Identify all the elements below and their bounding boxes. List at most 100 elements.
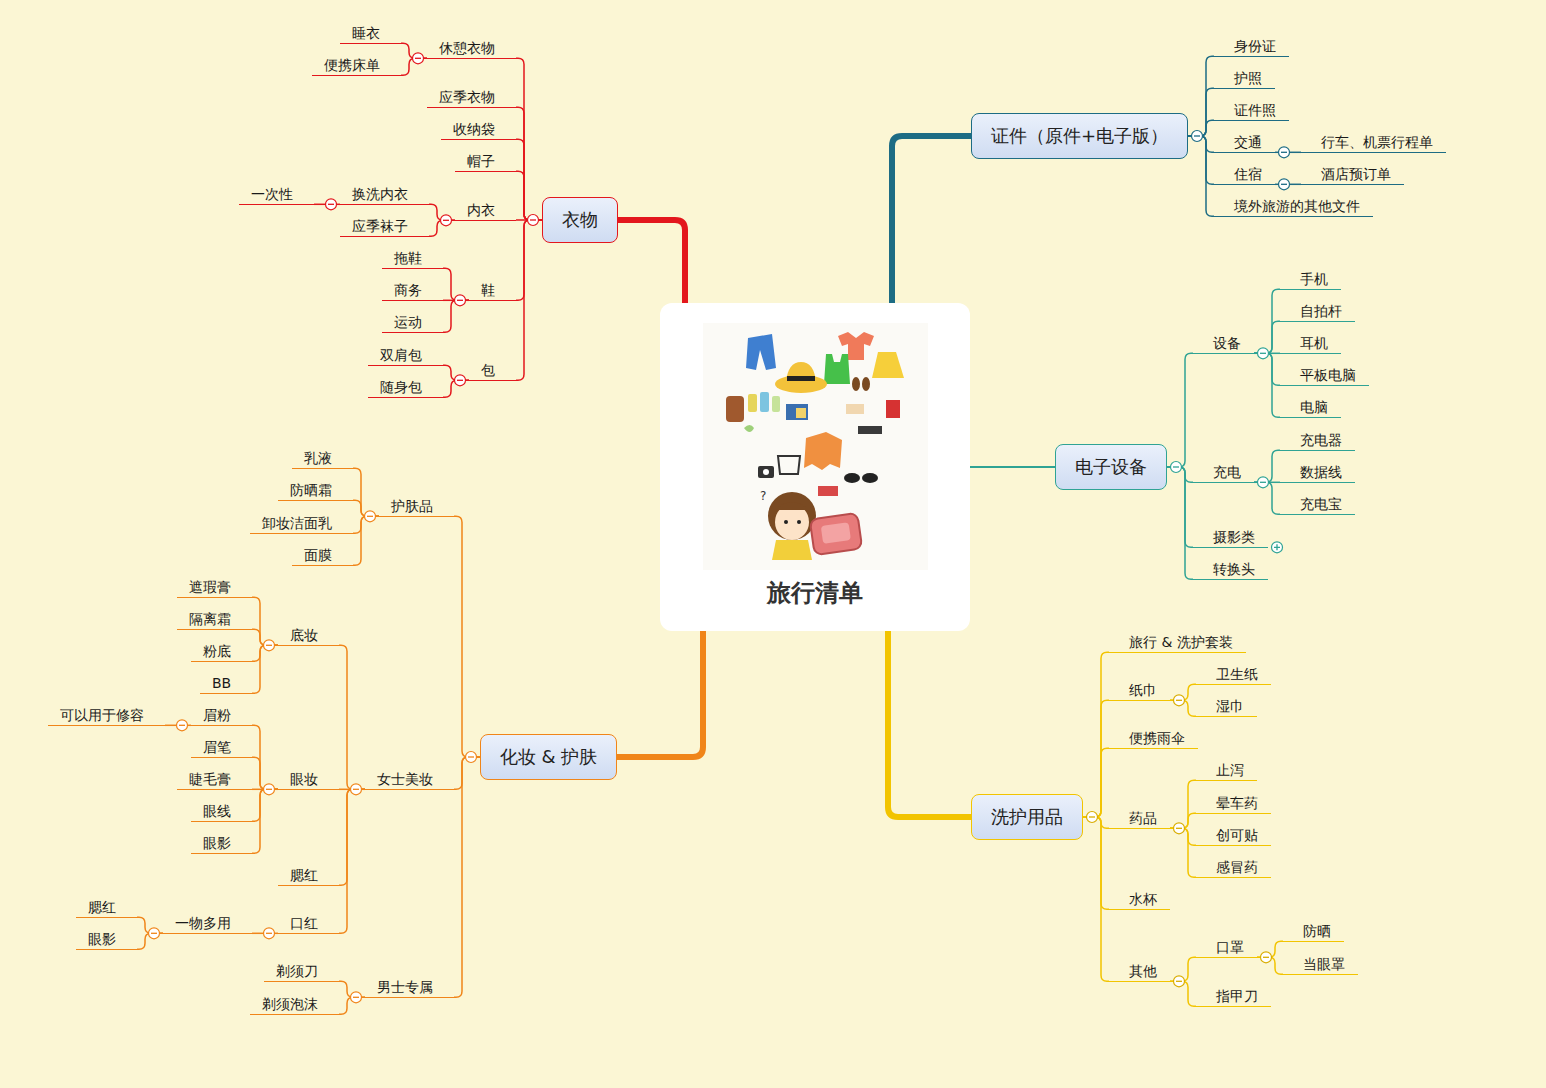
topic-text: 剃须泡沫 (262, 996, 318, 1012)
sandal-icon (862, 377, 870, 391)
collapse-toggle (1192, 131, 1203, 142)
topic-text: 双肩包 (380, 347, 422, 363)
topic-text: 湿巾 (1216, 698, 1244, 714)
toggle-sign (1281, 184, 1287, 185)
toggle-sign (353, 997, 359, 998)
topic-text: 应季袜子 (352, 218, 408, 234)
toggle-sign (530, 219, 536, 220)
subtopic: 酒店预订单 (1301, 161, 1404, 185)
toggle-sign (457, 300, 463, 301)
bottle-icon (772, 396, 780, 412)
topic-text: 纸巾 (1129, 682, 1157, 698)
topic-text: 境外旅游的其他文件 (1234, 198, 1360, 214)
subtopic: 其他 (1109, 958, 1170, 982)
subtopic: 纸巾 (1109, 677, 1170, 701)
collapse-toggle (1261, 952, 1272, 963)
subtopic: 住宿 (1214, 161, 1275, 185)
subtopic: 防晒 (1283, 918, 1344, 942)
topic-text: 便携床单 (324, 57, 380, 73)
subtopic: 换洗内衣 (340, 181, 429, 205)
topic-text: BB (212, 675, 231, 691)
subtopic: 创可贴 (1196, 822, 1271, 846)
topic-text: 设备 (1213, 335, 1241, 351)
subtopic: 护照 (1214, 65, 1275, 89)
toggle-circle (1171, 462, 1182, 473)
subtopic: 双肩包 (368, 342, 443, 366)
illustration-ground (703, 323, 928, 570)
topic-text: 电子设备 (1075, 455, 1147, 479)
branch-connector (1188, 136, 1214, 184)
topic-text: 包 (481, 362, 495, 378)
collapse-toggle (1258, 477, 1269, 488)
topic-text: 药品 (1129, 810, 1157, 826)
toggle-circle (528, 215, 539, 226)
topic-text: 其他 (1129, 963, 1157, 979)
subtopic: 旅行 & 洗护套装 (1109, 629, 1246, 653)
topic-text: 应季衣物 (439, 89, 495, 105)
book-icon (786, 404, 808, 420)
sunglasses-icon (844, 473, 860, 483)
topic-text: 粉底 (203, 643, 231, 659)
shorts-icon (746, 334, 776, 370)
subtopic: 境外旅游的其他文件 (1214, 193, 1373, 217)
subtopic: 药品 (1109, 805, 1170, 829)
doodle-mark: ? (760, 489, 766, 503)
subtopic: 一次性 (239, 181, 314, 205)
suitcase-icon (810, 513, 863, 555)
branch-connector (252, 645, 278, 693)
topic-text: 晕车药 (1216, 795, 1258, 811)
toggle-sign (266, 933, 272, 934)
branch-connector (454, 757, 480, 997)
topic-text: 腮红 (88, 899, 116, 915)
hat-crown (786, 362, 816, 382)
collapse-toggle (1279, 179, 1290, 190)
subtopic: 隔离霜 (177, 606, 252, 630)
earphone-icon (744, 425, 754, 432)
subtopic: 眼妆 (278, 766, 339, 790)
branch-connector (892, 136, 971, 303)
topic-text: 衣物 (562, 208, 598, 232)
topic-text: 行车、机票行程单 (1321, 134, 1433, 150)
toggle-circle (455, 375, 466, 386)
topic-text: 证件（原件+电子版） (991, 124, 1168, 148)
collapse-toggle (455, 375, 466, 386)
subtopic: 设备 (1193, 330, 1254, 354)
toggle-sign (179, 725, 185, 726)
toggle-circle (1272, 542, 1283, 553)
topic-text: 鞋 (481, 282, 495, 298)
toggle-sign (266, 789, 272, 790)
hat-band (787, 376, 815, 381)
collapse-toggle (264, 784, 275, 795)
branch-connector (1083, 817, 1109, 981)
topic-text: 男士专属 (377, 979, 433, 995)
collapse-toggle (351, 784, 362, 795)
toggle-circle (1258, 477, 1269, 488)
topic-text: 乳液 (304, 450, 332, 466)
branch-connector (1254, 450, 1280, 482)
subtopic: 止泻 (1196, 757, 1257, 781)
branch-connector (1254, 482, 1280, 514)
toggle-sign (353, 789, 359, 790)
branch-connector (252, 725, 278, 789)
branch-connector (1083, 700, 1109, 817)
subtopic: 睫毛膏 (177, 766, 252, 790)
subtopic: 摄影类 (1193, 524, 1268, 548)
toggle-circle (365, 511, 376, 522)
subtopic: 便携雨伞 (1109, 725, 1198, 749)
subtopic: 交通 (1214, 129, 1275, 153)
branch-connector (516, 220, 542, 300)
topic-text: 护照 (1234, 70, 1262, 86)
topic-text: 拖鞋 (394, 250, 422, 266)
cardigan-icon (804, 432, 842, 470)
toggle-circle (466, 752, 477, 763)
topic-text: 交通 (1234, 134, 1262, 150)
topic-text: 洗护用品 (991, 805, 1063, 829)
topic-text: 腮红 (290, 867, 318, 883)
subtopic: 收纳袋 (441, 116, 516, 140)
branch-connector (252, 789, 278, 821)
collapse-toggle (365, 511, 376, 522)
topic-text: 住宿 (1234, 166, 1262, 182)
branch-connector (1254, 289, 1280, 353)
toggle-circle (413, 53, 424, 64)
